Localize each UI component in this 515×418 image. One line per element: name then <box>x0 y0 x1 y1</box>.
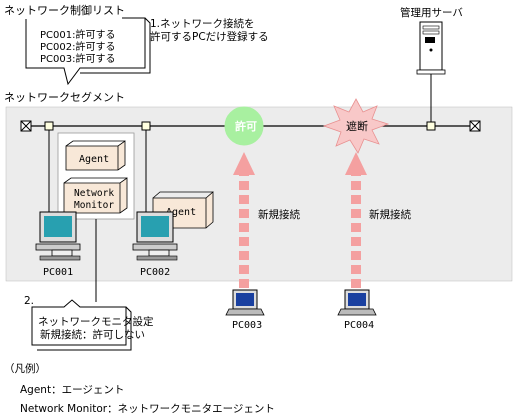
control-list-item-2: PC002:許可する <box>40 40 115 53</box>
legend-agent: Agent：エージェント <box>20 384 124 396</box>
new-connection-label-right: 新規接続 <box>369 208 411 221</box>
pc002-computer-icon <box>132 211 178 261</box>
pc003-laptop-icon <box>225 289 265 316</box>
allow-status-label: 許可 <box>235 119 257 133</box>
legend-monitor: Network Monitor：ネットワークモニタエージェント <box>20 403 275 415</box>
pc001-agent-box: Agent <box>65 140 126 171</box>
monitor-callout-line2: 新規接続：許可しない <box>40 328 145 341</box>
pc001-computer-icon <box>35 211 81 261</box>
server-label: 管理用サーバ <box>400 6 463 19</box>
control-list-item-1: PC001:許可する <box>40 28 115 41</box>
server-icon <box>416 21 446 75</box>
monitor-callout-line1: ネットワークモニタ設定 <box>38 315 154 328</box>
pc001-monitor-label-1: Network <box>74 188 114 199</box>
junction-node-2 <box>141 121 151 131</box>
new-connection-arrow-left <box>233 152 255 288</box>
terminator-right-icon <box>469 120 481 132</box>
pc001-agent-label: Agent <box>79 154 109 165</box>
control-list-callout: ネットワーク制御リスト PC001:許可する PC002:許可する PC003:… <box>2 3 151 86</box>
pc001-monitor-box: Network Monitor <box>63 177 128 214</box>
step-text-line1: 1.ネットワーク接続を <box>150 17 255 30</box>
block-status-badge: 遮断 <box>322 98 390 154</box>
junction-node-1 <box>44 121 54 131</box>
pc004-label: PC004 <box>344 320 374 331</box>
pc001-monitor-label-2: Monitor <box>74 200 114 211</box>
block-status-label: 遮断 <box>346 119 368 133</box>
allow-status-badge: 許可 <box>224 106 264 146</box>
new-connection-arrow-right <box>345 152 367 288</box>
pc003-label: PC003 <box>232 320 262 331</box>
control-list-item-3: PC003:許可する <box>40 52 115 65</box>
new-connection-label-left: 新規接続 <box>258 208 300 221</box>
pc002-label: PC002 <box>140 267 170 278</box>
pc004-laptop-icon <box>337 289 377 316</box>
legend-title: （凡例） <box>4 362 46 375</box>
monitor-callout-num: 2. <box>24 295 34 307</box>
junction-node-3 <box>426 121 436 131</box>
monitor-settings-callout: 2. ネットワークモニタ設定 新規接続：許可しない <box>24 219 154 351</box>
segment-label: ネットワークセグメント <box>4 90 125 104</box>
step-text-line2: 許可するPCだけ登録する <box>150 30 269 43</box>
pc001-label: PC001 <box>43 267 73 278</box>
terminator-left-icon <box>20 120 32 132</box>
control-list-title: ネットワーク制御リスト <box>4 3 125 17</box>
pc002-agent-label: Agent <box>166 207 196 218</box>
